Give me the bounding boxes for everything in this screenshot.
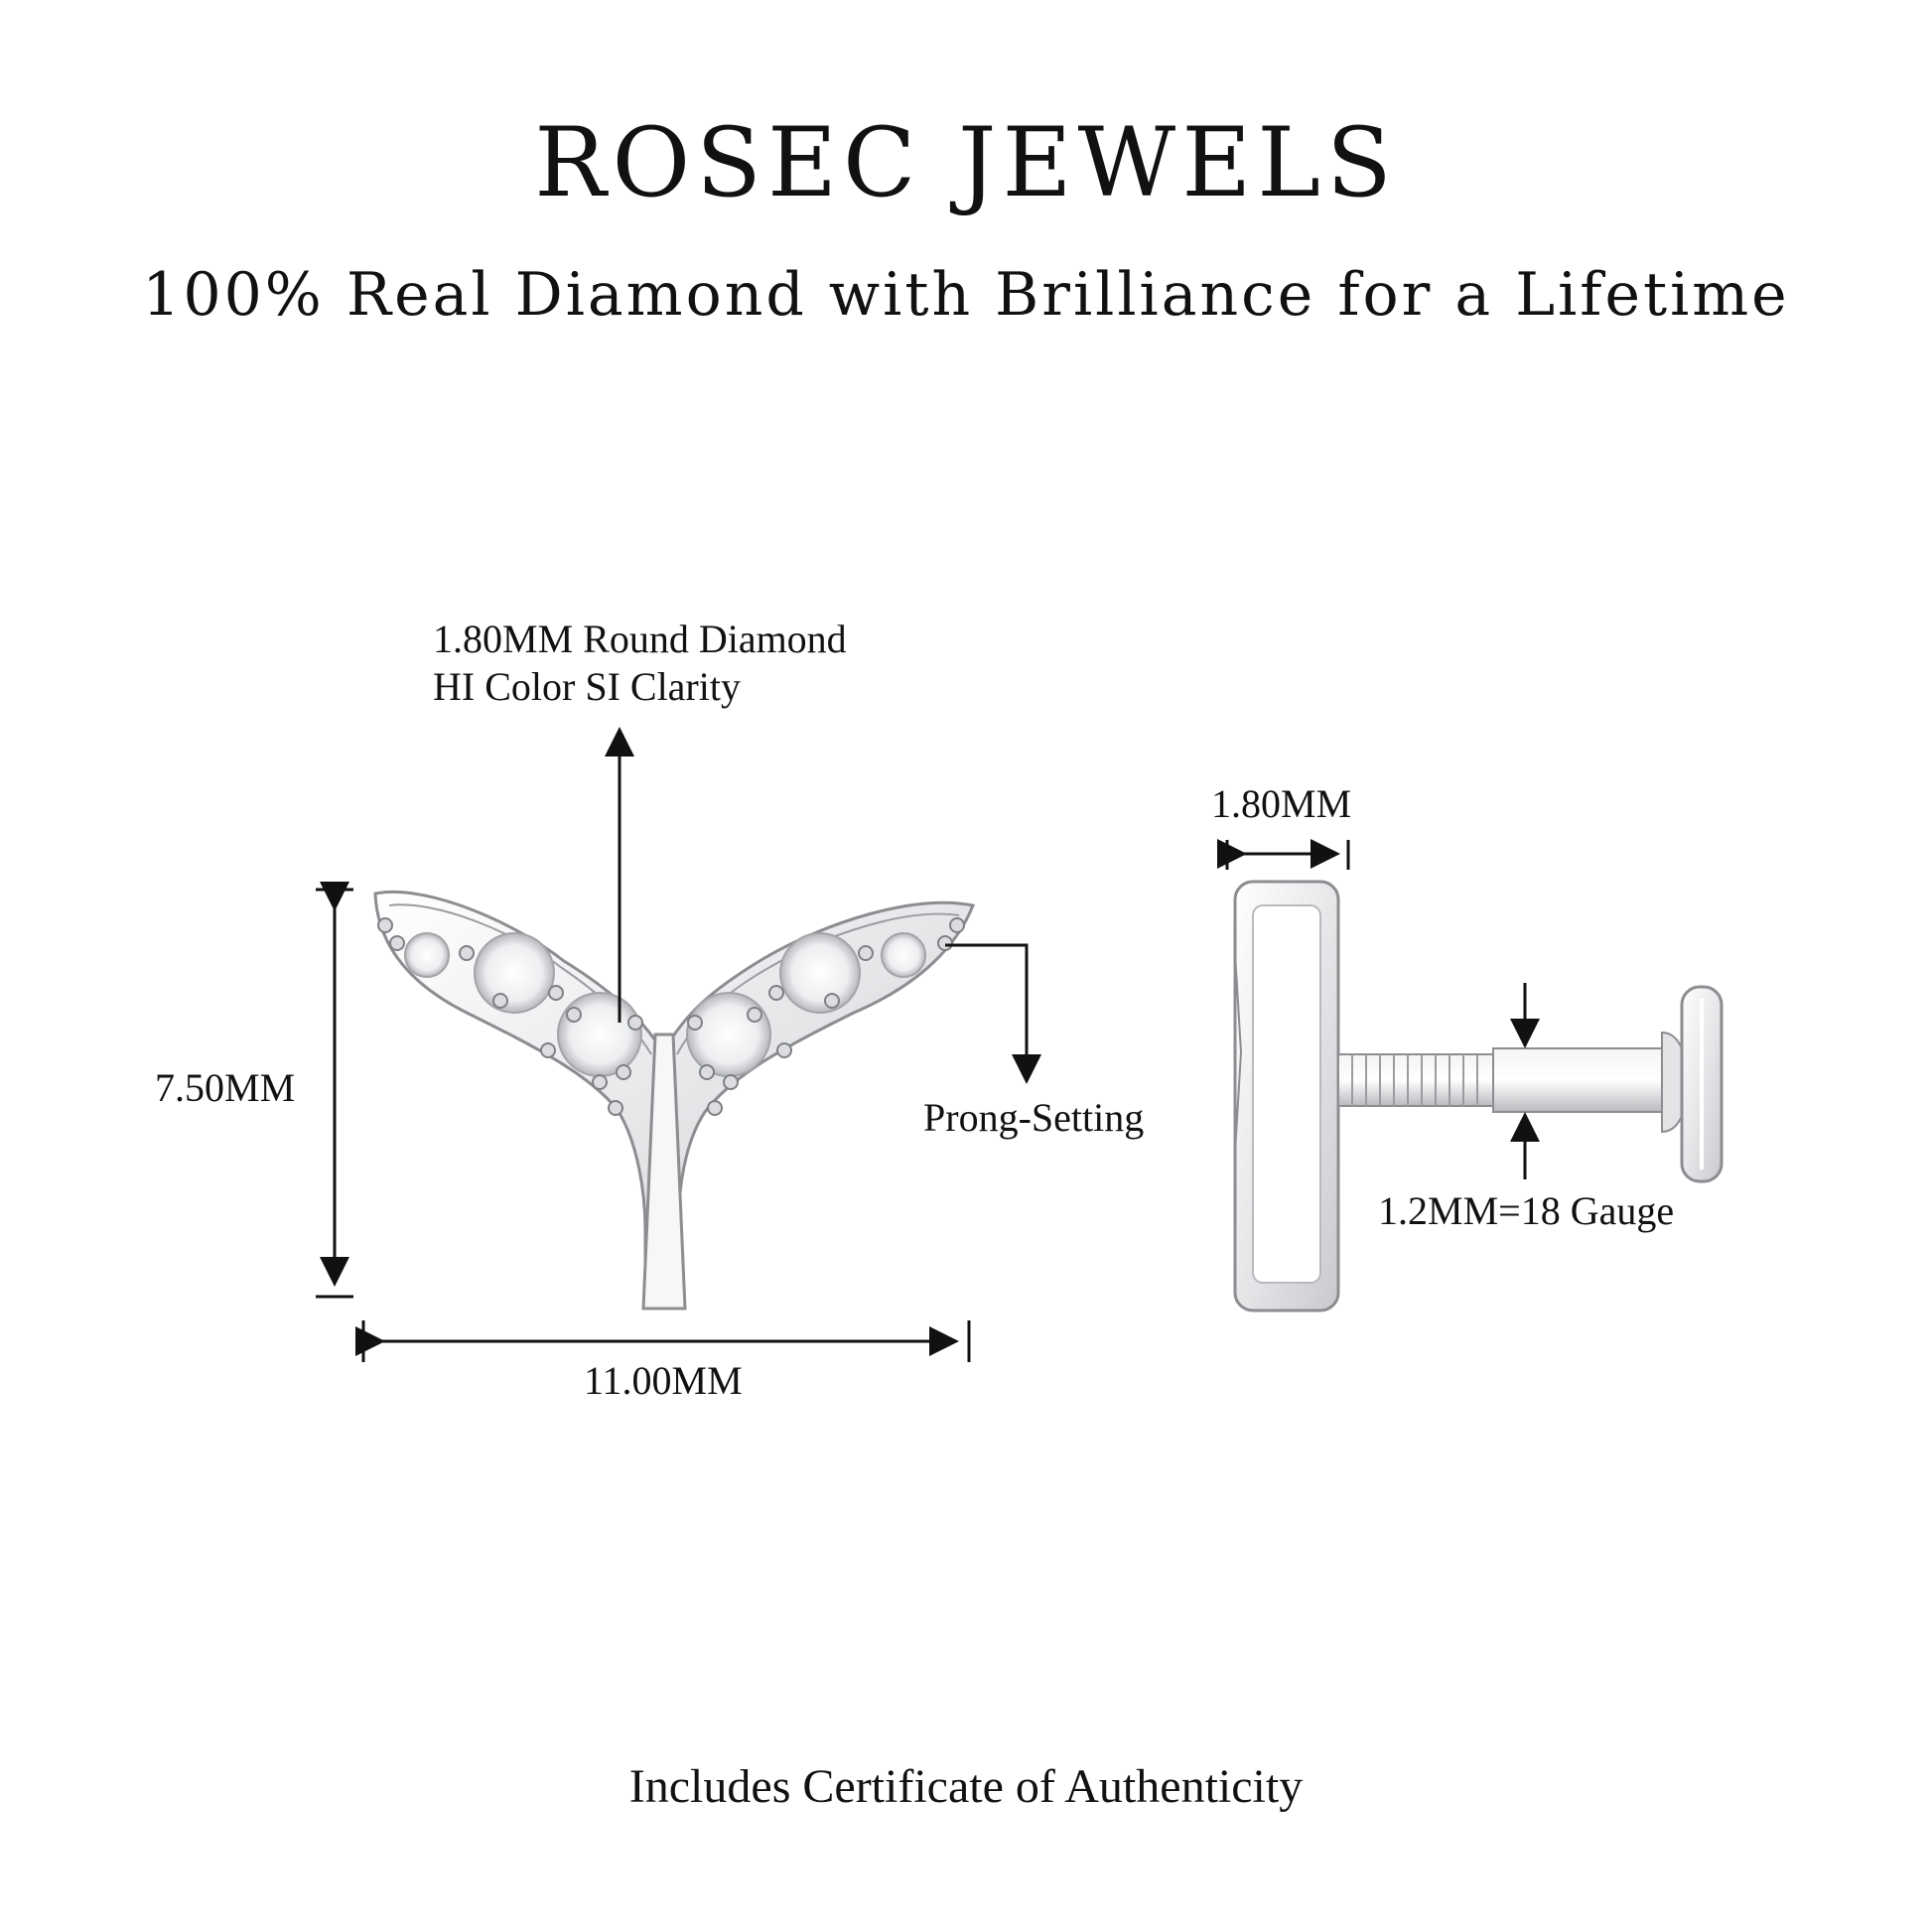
- brand-title: ROSEC JEWELS: [534, 107, 1398, 218]
- head-thickness-label: 1.80MM: [1211, 781, 1352, 826]
- width-dimension: [355, 1320, 971, 1362]
- diamond-icon: [404, 932, 450, 978]
- diamond-icon: [881, 932, 926, 978]
- height-dimension: [316, 882, 353, 1299]
- certificate-note: Includes Certificate of Authenticity: [628, 1760, 1304, 1813]
- gauge-label: 1.2MM=18 Gauge: [1378, 1188, 1675, 1233]
- prong-beads: [377, 917, 965, 1116]
- diamond-icon: [686, 992, 771, 1077]
- stone-size-label: 1.80MM Round Diamond: [433, 617, 847, 661]
- diamond-icon: [474, 932, 555, 1014]
- diamond-icon: [779, 932, 861, 1014]
- tagline: 100% Real Diamond with Brilliance for a …: [142, 260, 1790, 330]
- width-label: 11.00MM: [584, 1358, 743, 1403]
- thread-lines: [1351, 1054, 1478, 1106]
- height-label: 7.50MM: [155, 1065, 296, 1110]
- prong-setting-label: Prong-Setting: [923, 1095, 1145, 1140]
- head-thickness-dimension: [1217, 839, 1350, 870]
- earring-side-view: [1233, 880, 1724, 1312]
- stone-quality-label: HI Color SI Clarity: [433, 664, 741, 709]
- diamond-icon: [557, 992, 642, 1077]
- whale-tail-earring-front: [373, 891, 976, 1311]
- prong-callout-arrow: [945, 943, 1041, 1084]
